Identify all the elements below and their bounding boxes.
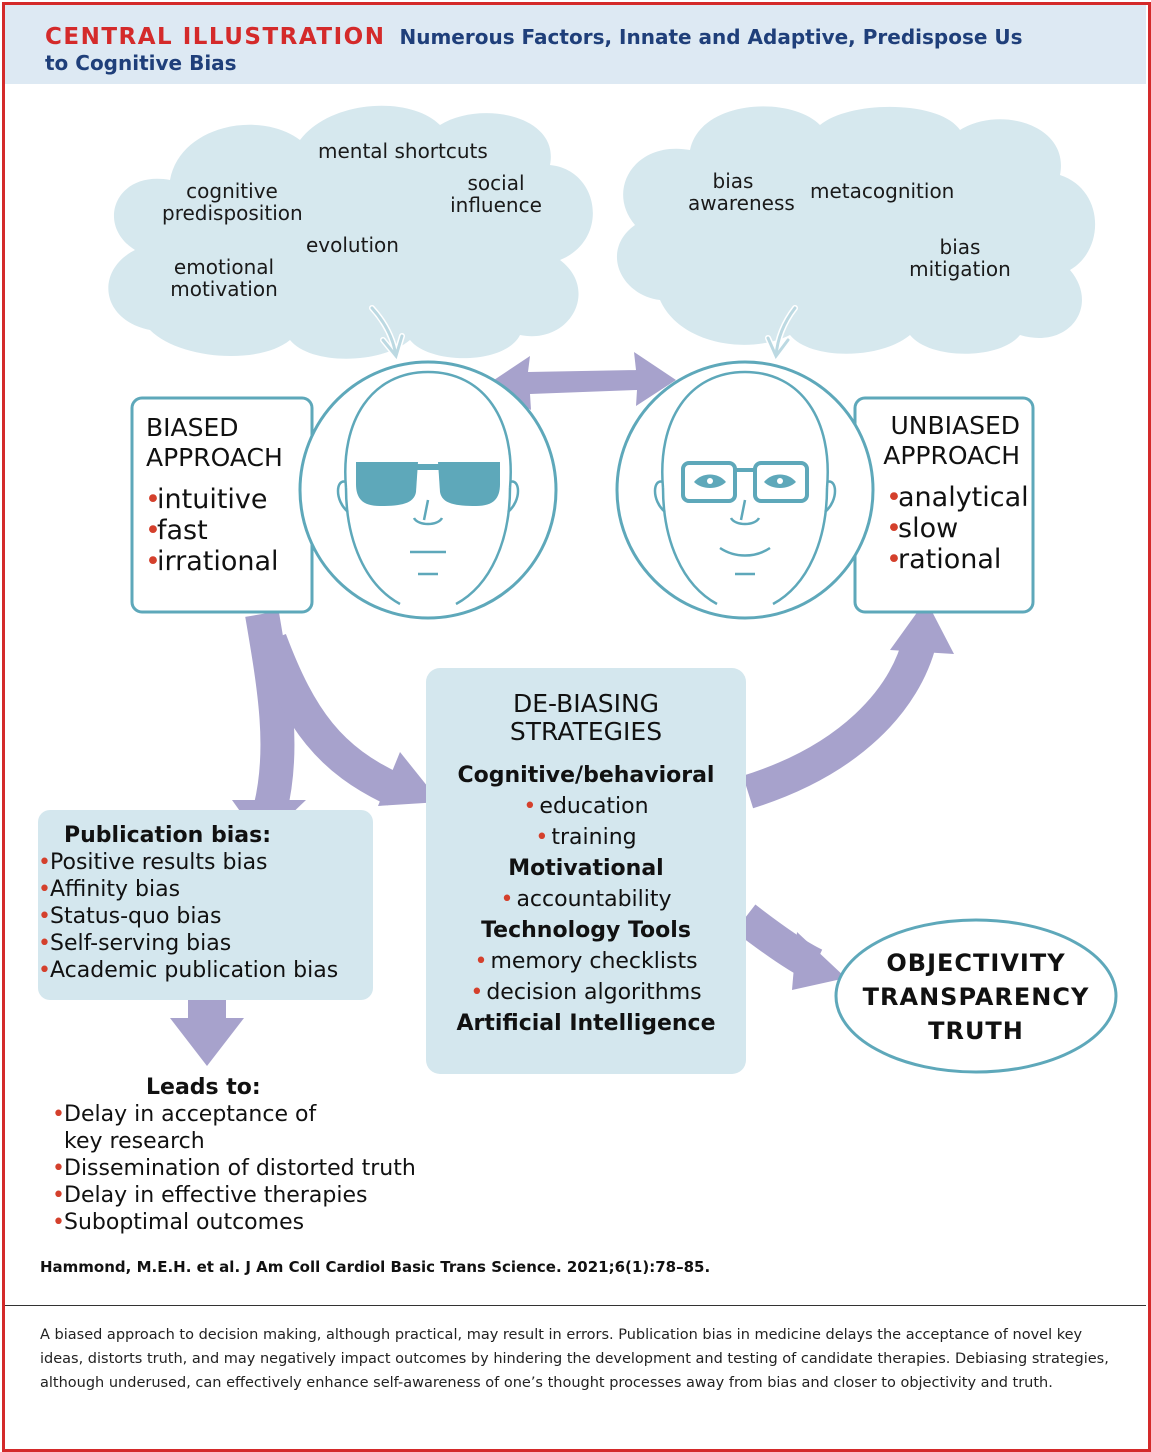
strategy-item: •decision algorithms bbox=[470, 980, 702, 1005]
outcome-line3: TRUTH bbox=[928, 1017, 1024, 1045]
list-item: Dissemination of distorted truth bbox=[52, 1155, 492, 1182]
cloud-word-social-influence: social influence bbox=[450, 171, 542, 217]
list-item-continuation: key research bbox=[64, 1129, 205, 1154]
list-item: Academic publication bias bbox=[38, 957, 373, 984]
strategy-item: •education bbox=[523, 794, 649, 819]
strategy-heading-motivational: Motivational bbox=[508, 856, 664, 881]
biased-head-circle bbox=[298, 360, 558, 620]
outcome-ellipse bbox=[834, 918, 1118, 1074]
cloud-word-evolution: evolution bbox=[306, 233, 399, 257]
publication-bias-block: Publication bias: Positive results bias … bbox=[38, 810, 373, 984]
outcome-line1: OBJECTIVITY bbox=[886, 949, 1066, 977]
citation: Hammond, M.E.H. et al. J Am Coll Cardiol… bbox=[40, 1258, 711, 1276]
strategy-heading-technology: Technology Tools bbox=[481, 918, 691, 943]
left-thought-cloud bbox=[108, 105, 593, 359]
unbiased-face-icon bbox=[653, 370, 837, 606]
unbiased-title-line1: UNBIASED bbox=[890, 411, 1020, 440]
debiasing-title-line2: STRATEGIES bbox=[509, 717, 663, 746]
leads-list: Delay in acceptance of key research Diss… bbox=[52, 1101, 492, 1236]
list-item: fast bbox=[145, 515, 279, 546]
leads-to-block: Leads to: Delay in acceptance of key res… bbox=[52, 1074, 492, 1236]
cloud-word-bias-awareness: bias awareness bbox=[688, 169, 795, 215]
central-illustration-label: CENTRAL ILLUSTRATION bbox=[45, 24, 386, 50]
debiasing-panel bbox=[426, 668, 746, 1074]
biased-title-line2: APPROACH bbox=[146, 443, 283, 472]
strategy-item: •training bbox=[535, 825, 637, 850]
figure-caption: A biased approach to decision making, al… bbox=[40, 1327, 1109, 1391]
biased-face-icon bbox=[336, 370, 520, 606]
arrow-to-unbiased bbox=[742, 635, 937, 809]
divider bbox=[5, 1305, 1146, 1306]
strategy-heading-cognitive: Cognitive/behavioral bbox=[457, 763, 715, 788]
cloud-word-cognitive-predisposition: cognitive predisposition bbox=[162, 179, 303, 225]
cloud-word-emotional-motivation: emotional motivation bbox=[170, 255, 278, 301]
cloud-word-metacognition: metacognition bbox=[810, 179, 955, 203]
outcome-line2: TRANSPARENCY bbox=[862, 983, 1090, 1011]
publication-heading: Publication bias: bbox=[64, 823, 272, 848]
arrow-to-leads bbox=[188, 996, 226, 1022]
strategy-heading-ai: Artificial Intelligence bbox=[456, 1011, 716, 1036]
leads-heading: Leads to: bbox=[146, 1075, 261, 1100]
list-item: analytical bbox=[886, 482, 1029, 513]
list-item: Delay in effective therapies bbox=[52, 1182, 492, 1209]
list-item: Suboptimal outcomes bbox=[52, 1209, 492, 1236]
list-item: rational bbox=[886, 544, 1029, 575]
figure-title: Numerous Factors, Innate and Adaptive, P… bbox=[45, 25, 1023, 75]
list-item: Status-quo bias bbox=[38, 903, 373, 930]
sunglasses-icon bbox=[356, 462, 500, 506]
list-item: slow bbox=[886, 513, 1029, 544]
arrow-to-debiasing bbox=[254, 634, 403, 806]
list-item: Affinity bias bbox=[38, 876, 373, 903]
list-item: irrational bbox=[145, 546, 279, 577]
list-item: Delay in acceptance of bbox=[52, 1101, 492, 1128]
unbiased-head-circle bbox=[615, 360, 875, 620]
list-item: Positive results bias bbox=[38, 849, 373, 876]
cloud-word-mental-shortcuts: mental shortcuts bbox=[318, 139, 488, 163]
cloud-word-bias-mitigation: bias mitigation bbox=[909, 235, 1011, 281]
strategy-item: •memory checklists bbox=[474, 949, 698, 974]
glasses-icon bbox=[681, 461, 809, 503]
list-item: intuitive bbox=[145, 484, 279, 515]
left-cloud-pointer bbox=[370, 306, 404, 360]
debiasing-title-line1: DE-BIASING bbox=[512, 689, 660, 718]
publication-bias-list: Positive results bias Affinity bias Stat… bbox=[38, 849, 373, 984]
double-arrow bbox=[488, 352, 676, 410]
unbiased-trait-list: analytical slow rational bbox=[886, 482, 1029, 575]
debiasing-strategies: DE-BIASING STRATEGIES Cognitive/behavior… bbox=[426, 668, 746, 1039]
biased-trait-list: intuitive fast irrational bbox=[145, 484, 279, 577]
right-thought-cloud bbox=[616, 106, 1096, 354]
outcome-text: OBJECTIVITY TRANSPARENCY TRUTH bbox=[836, 946, 1116, 1048]
right-cloud-pointer bbox=[766, 306, 797, 359]
list-item: Self-serving bias bbox=[38, 930, 373, 957]
arrow-to-publication bbox=[245, 611, 295, 815]
strategy-item: •accountability bbox=[500, 887, 672, 912]
biased-title-line1: BIASED bbox=[146, 413, 239, 442]
unbiased-title-line2: APPROACH bbox=[883, 441, 1020, 470]
